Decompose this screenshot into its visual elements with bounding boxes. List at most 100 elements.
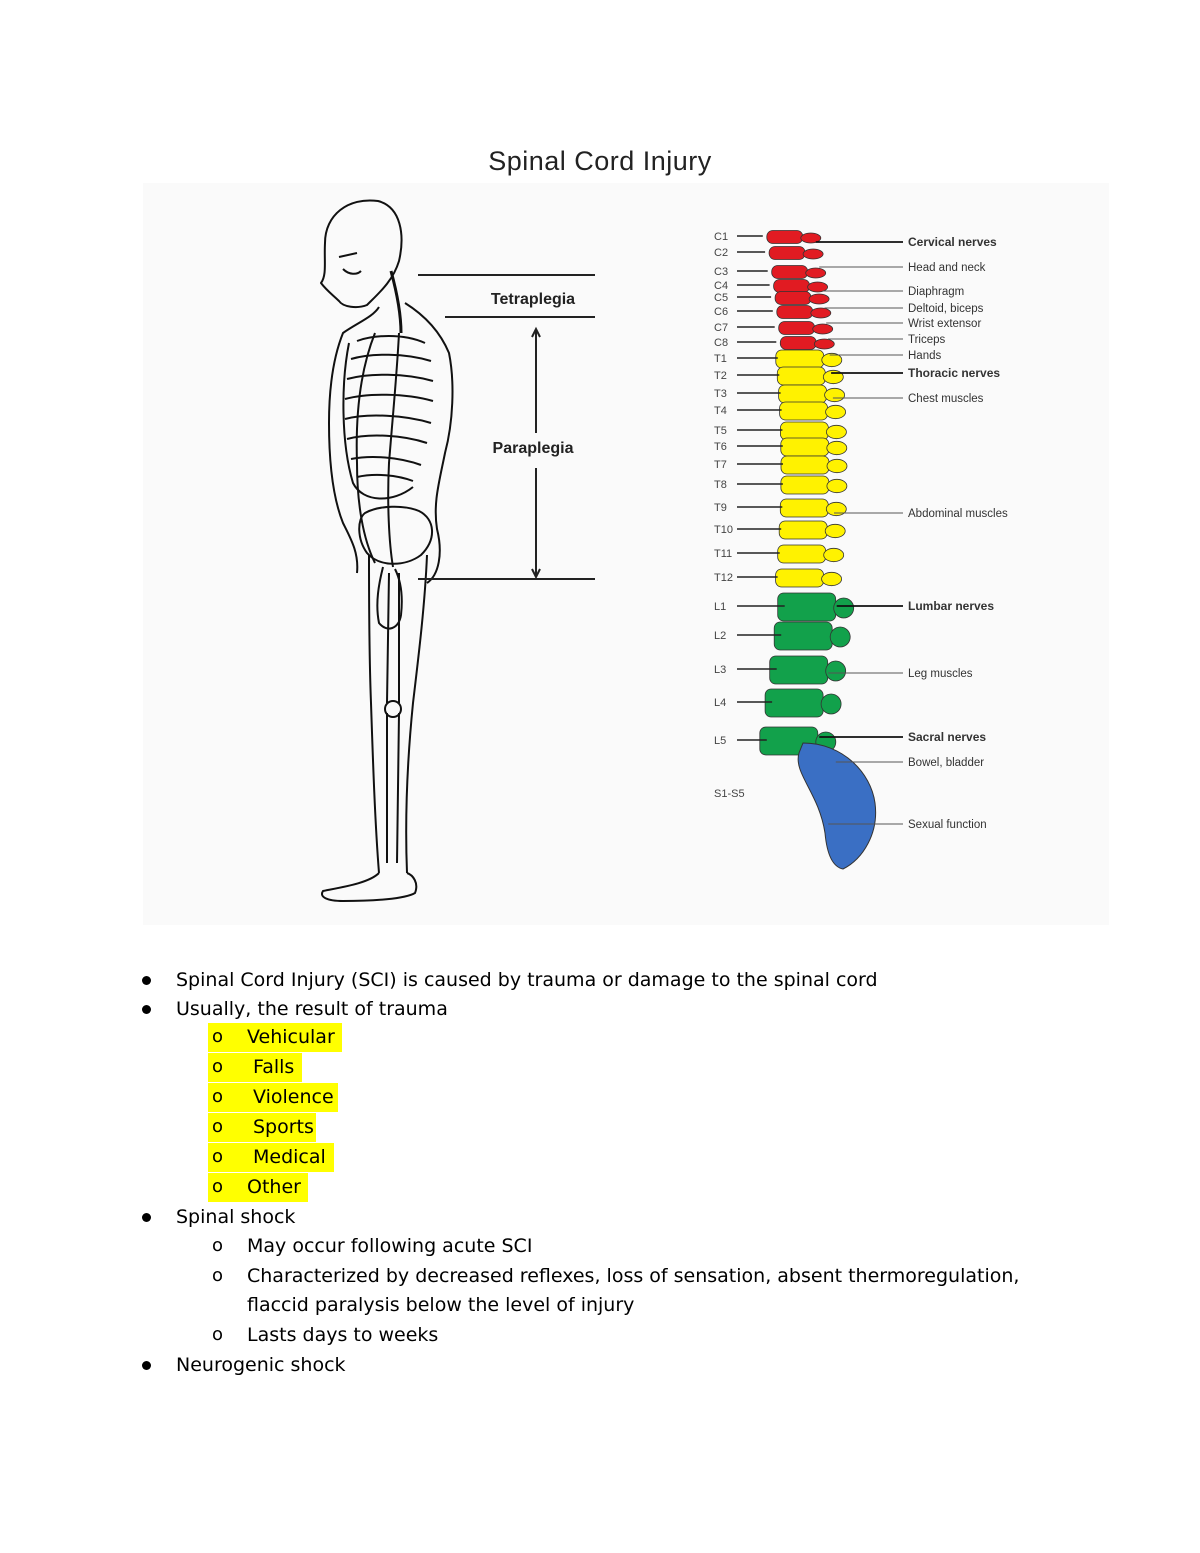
vertebra-label: C4 [714, 280, 728, 292]
vertebra-T4 [779, 401, 828, 421]
vertebra-process [813, 338, 835, 350]
vertebra-process [824, 523, 846, 539]
nerve-label-lumbar: Lumbar nerves [908, 599, 994, 613]
skeleton-figure [320, 199, 454, 902]
vertebra-label: S1-S5 [714, 788, 745, 800]
bullet-neurogenic-shock: Neurogenic shock [176, 1354, 346, 1376]
sub-marker: o [212, 1146, 224, 1167]
vertebra-T6 [780, 437, 830, 457]
highlight-falls [208, 1053, 302, 1082]
vertebra-labels: C1C2C3C4C5C6C7C8T1T2T3T4T5T6T7T8T9T10T11… [714, 231, 785, 800]
vertebra-label: L2 [714, 630, 726, 642]
highlight-vehicular [208, 1023, 342, 1052]
vertebra-C5 [774, 291, 812, 305]
sub-marker: o [212, 1116, 224, 1137]
vertebra-L2 [773, 621, 833, 651]
injury-level-markers [418, 274, 595, 580]
nerve-label-hands: Hands [908, 350, 941, 362]
nerve-label-cervical: Cervical nerves [908, 235, 997, 249]
vertebra-process [805, 267, 827, 279]
shock-characterized: Characterized by decreased reflexes, los… [247, 1265, 1020, 1287]
sub-marker: o [212, 1026, 224, 1047]
nerve-label-bowel: Bowel, bladder [908, 757, 984, 769]
vertebra-process [821, 352, 843, 368]
vertebra-label: T11 [714, 548, 732, 560]
highlight-medical [208, 1143, 334, 1172]
paraplegia-label: Paraplegia [493, 440, 574, 457]
vertebra-process [824, 387, 845, 403]
shock-occur: May occur following acute SCI [247, 1235, 533, 1257]
vertebra-label: T7 [714, 459, 727, 471]
nerve-label-chest: Chest muscles [908, 393, 984, 405]
bullet-trauma: Usually, the result of trauma [176, 998, 448, 1020]
bullet-dot [142, 1005, 151, 1014]
trauma-sports: Sports [253, 1116, 314, 1138]
vertebra-process [820, 693, 842, 715]
bullet-dot [142, 1361, 151, 1370]
nerve-label-triceps: Triceps [908, 334, 946, 346]
shock-duration: Lasts days to weeks [247, 1324, 439, 1346]
highlight-violence [208, 1083, 338, 1112]
vertebra-C1 [766, 230, 804, 244]
vertebra-label: T9 [714, 502, 727, 514]
trauma-other: Other [247, 1176, 301, 1198]
nerve-label-sacral: Sacral nerves [908, 730, 986, 744]
vertebra-process [826, 424, 847, 440]
trauma-falls: Falls [247, 1056, 295, 1078]
vertebra-process [807, 281, 828, 293]
vertebra-T1 [775, 349, 825, 369]
nerve-label-wrist: Wrist extensor [908, 318, 981, 330]
vertebra-process [826, 458, 848, 474]
trauma-violence: Violence [253, 1086, 334, 1108]
vertebra-process [826, 440, 848, 456]
vertebra-process [823, 547, 845, 563]
sub-marker: o [212, 1324, 224, 1345]
vertebra-label: C7 [714, 322, 728, 334]
nerve-label-head_neck: Head and neck [908, 262, 986, 274]
vertebra-process [825, 404, 846, 420]
highlight-sports [208, 1113, 316, 1142]
vertebra-label: T12 [714, 572, 733, 584]
vertebra-label: C3 [714, 266, 728, 278]
bullet-dot [142, 1213, 151, 1222]
nerve-label-abdominal: Abdominal muscles [908, 508, 1008, 520]
vertebra-process [825, 501, 847, 517]
vertebra-process [826, 478, 848, 494]
trauma-medical: Medical [253, 1146, 326, 1168]
vertebra-T9 [779, 498, 829, 518]
vertebra-L4 [764, 688, 824, 718]
sub-marker: o [212, 1265, 224, 1286]
vertebra-process [812, 323, 834, 335]
vertebra-label: L4 [714, 697, 726, 709]
vertebra-process [810, 307, 832, 319]
vertebra-label: T6 [714, 441, 727, 453]
sacrum [797, 742, 877, 870]
vertebra-L3 [769, 655, 829, 685]
vertebra-T3 [778, 384, 827, 404]
vertebra-label: T4 [714, 405, 727, 417]
vertebra-label: T2 [714, 370, 727, 382]
vertebra-label: T8 [714, 479, 727, 491]
vertebra-L1 [777, 592, 837, 622]
vertebra-C3 [771, 265, 809, 279]
vertebra-label: L5 [714, 735, 726, 747]
page-title: Spinal Cord Injury [488, 146, 712, 176]
vertebra-label: C6 [714, 306, 728, 318]
vertebra-process [825, 660, 847, 682]
bullet-spinal-shock: Spinal shock [176, 1206, 296, 1228]
vertebra-label: T10 [714, 524, 733, 536]
sub-marker: o [212, 1235, 224, 1256]
vertebra-C6 [776, 305, 814, 319]
nerve-label-diaphragm: Diaphragm [908, 286, 964, 298]
vertebra-T8 [780, 475, 830, 495]
vertebra-T10 [778, 520, 828, 540]
vertebra-label: T5 [714, 425, 727, 437]
vertebral-column [759, 230, 877, 870]
vertebra-C4 [773, 279, 810, 293]
vertebra-T11 [777, 544, 827, 564]
vertebra-process [802, 248, 824, 260]
vertebra-T2 [776, 366, 826, 386]
vertebra-process [800, 232, 822, 244]
